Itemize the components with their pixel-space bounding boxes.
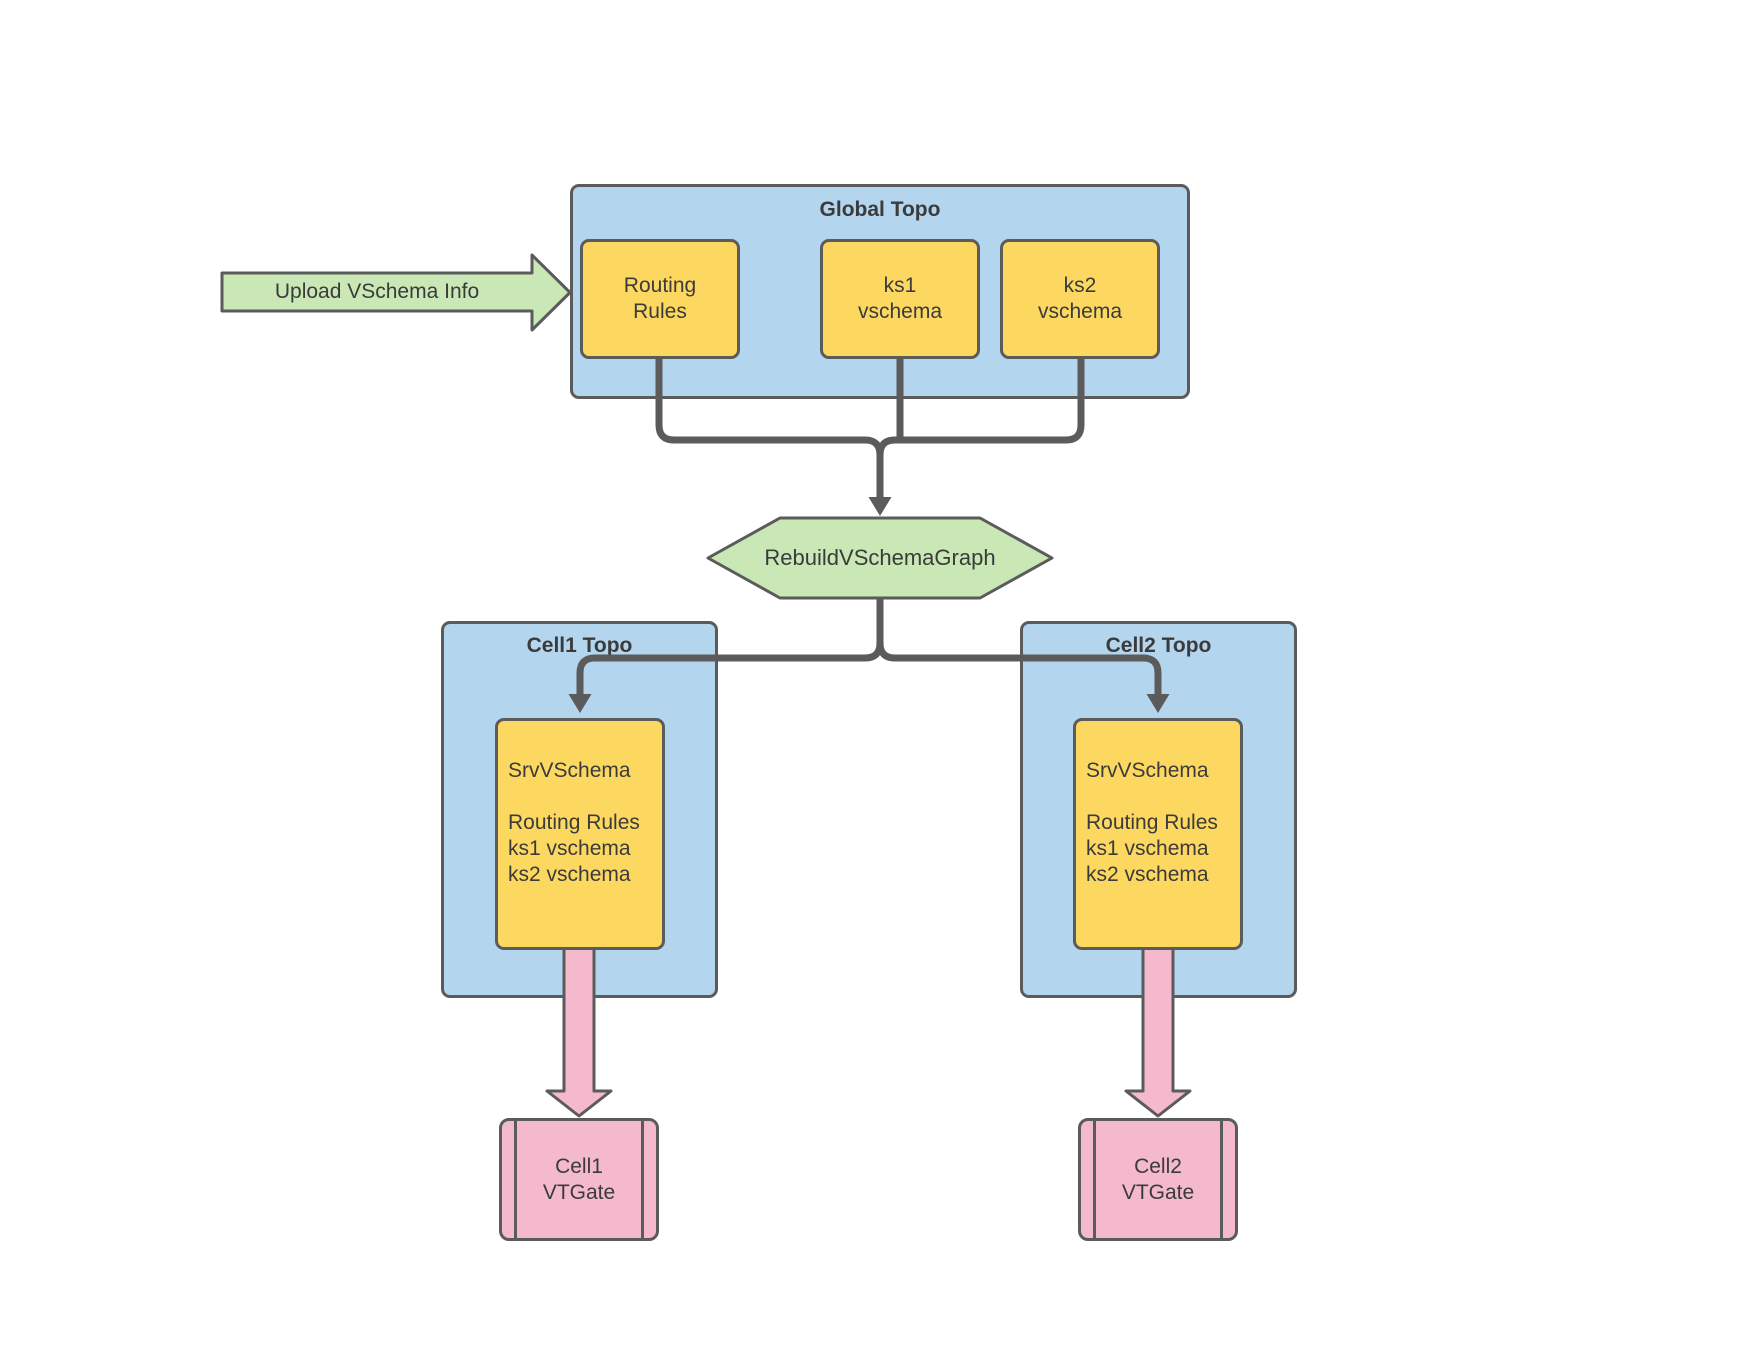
cell1-srv-line-1 <box>508 784 656 810</box>
cell1-srv-line-2: Routing Rules <box>508 811 640 834</box>
vtgate-right-bar <box>641 1121 644 1238</box>
merge-arrowhead <box>868 497 892 516</box>
cell2-vtgate-line2: VTGate <box>1121 1180 1195 1204</box>
cell1-srvvschema-node: SrvVSchema Routing Rules ks1 vschema ks2… <box>495 718 665 950</box>
cell2-srv-line-1 <box>1086 784 1234 810</box>
connector-ks2 <box>876 357 1085 500</box>
cell2-topo-title: Cell2 Topo <box>1105 634 1212 657</box>
cell2-vtgate-arrow <box>1124 946 1192 1118</box>
routing-rules-node: Routing Rules <box>580 239 740 359</box>
connector-cell2-branch <box>876 598 1162 697</box>
cell2-vtgate-line1: Cell2 <box>1134 1154 1182 1178</box>
cell1-branch-arrowhead <box>568 694 592 713</box>
cell1-vtgate-line1: Cell1 <box>555 1154 603 1178</box>
cell2-srv-line-2: Routing Rules <box>1086 811 1218 834</box>
routing-rules-line2: Rules <box>633 300 687 323</box>
rebuild-hexagon-label: RebuildVSchemaGraph <box>764 545 996 570</box>
connector-cell1-branch <box>576 598 884 697</box>
cell2-srvvschema-node: SrvVSchema Routing Rules ks1 vschema ks2… <box>1073 718 1243 950</box>
cell2-srv-line-4: ks2 vschema <box>1086 863 1209 886</box>
cell2-vtgate-node: Cell2 VTGate <box>1078 1118 1238 1241</box>
ks2-vschema-line1: ks2 <box>1063 274 1097 297</box>
cell1-vtgate-arrow <box>545 946 613 1118</box>
vtgate-left-bar <box>1093 1121 1096 1238</box>
upload-arrow-label: Upload VSchema Info <box>274 280 480 303</box>
cell2-srv-line-3: ks1 vschema <box>1086 837 1209 860</box>
global-topo-title: Global Topo <box>819 198 941 221</box>
routing-rules-line1: Routing <box>623 274 697 297</box>
ks1-vschema-line1: ks1 <box>883 274 917 297</box>
cell2-branch-arrowhead <box>1146 694 1170 713</box>
cell1-topo-title: Cell1 Topo <box>526 634 633 657</box>
cell2-srv-line-0: SrvVSchema <box>1086 759 1209 782</box>
vtgate-left-bar <box>514 1121 517 1238</box>
ks2-vschema-node: ks2 vschema <box>1000 239 1160 359</box>
cell1-vtgate-line2: VTGate <box>542 1180 616 1204</box>
cell1-srv-line-4: ks2 vschema <box>508 863 631 886</box>
cell1-vtgate-node: Cell1 VTGate <box>499 1118 659 1241</box>
cell1-srv-line-3: ks1 vschema <box>508 837 631 860</box>
upload-arrow-shape <box>220 253 572 332</box>
ks1-vschema-line2: vschema <box>857 300 943 323</box>
rebuild-hexagon-shape <box>706 516 1054 600</box>
ks1-vschema-node: ks1 vschema <box>820 239 980 359</box>
vtgate-right-bar <box>1220 1121 1223 1238</box>
cell1-srv-line-0: SrvVSchema <box>508 759 631 782</box>
ks2-vschema-line2: vschema <box>1037 300 1123 323</box>
connector-routing-rules <box>655 357 884 500</box>
